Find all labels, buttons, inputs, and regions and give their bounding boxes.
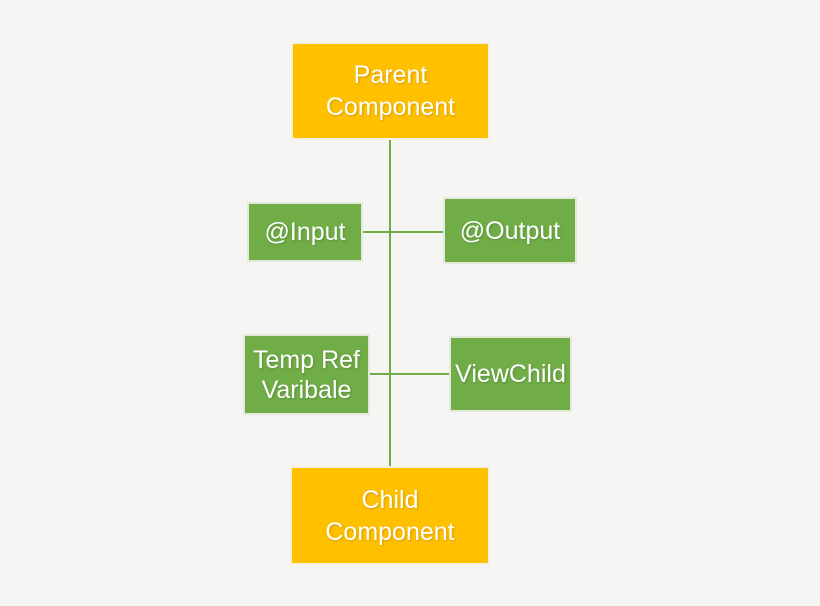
viewchild-label: ViewChild bbox=[455, 360, 566, 388]
output-decorator-label: @Output bbox=[459, 216, 561, 245]
tempref-viewchild-connector-line bbox=[366, 373, 452, 375]
parent-component-label-line1: Parent bbox=[353, 61, 428, 89]
template-ref-variable-label-line1: Temp Ref bbox=[253, 345, 360, 374]
child-component-box: Child Component bbox=[290, 466, 490, 565]
parent-component-box: Parent Component bbox=[291, 42, 490, 140]
child-component-label-line2: Component bbox=[325, 517, 455, 546]
input-output-connector-line bbox=[360, 231, 446, 233]
input-decorator-box: @Input bbox=[247, 202, 363, 262]
parent-component-label-line2: Component bbox=[325, 93, 456, 121]
child-component-label-line1: Child bbox=[361, 485, 419, 514]
template-ref-variable-box: Temp Ref Varibale bbox=[243, 334, 370, 415]
input-decorator-label: @Input bbox=[264, 218, 346, 246]
output-decorator-box: @Output bbox=[443, 197, 577, 264]
template-ref-variable-label-line2: Varibale bbox=[261, 375, 352, 404]
viewchild-box: ViewChild bbox=[449, 336, 572, 412]
parent-child-vertical-connector-line bbox=[389, 139, 391, 467]
